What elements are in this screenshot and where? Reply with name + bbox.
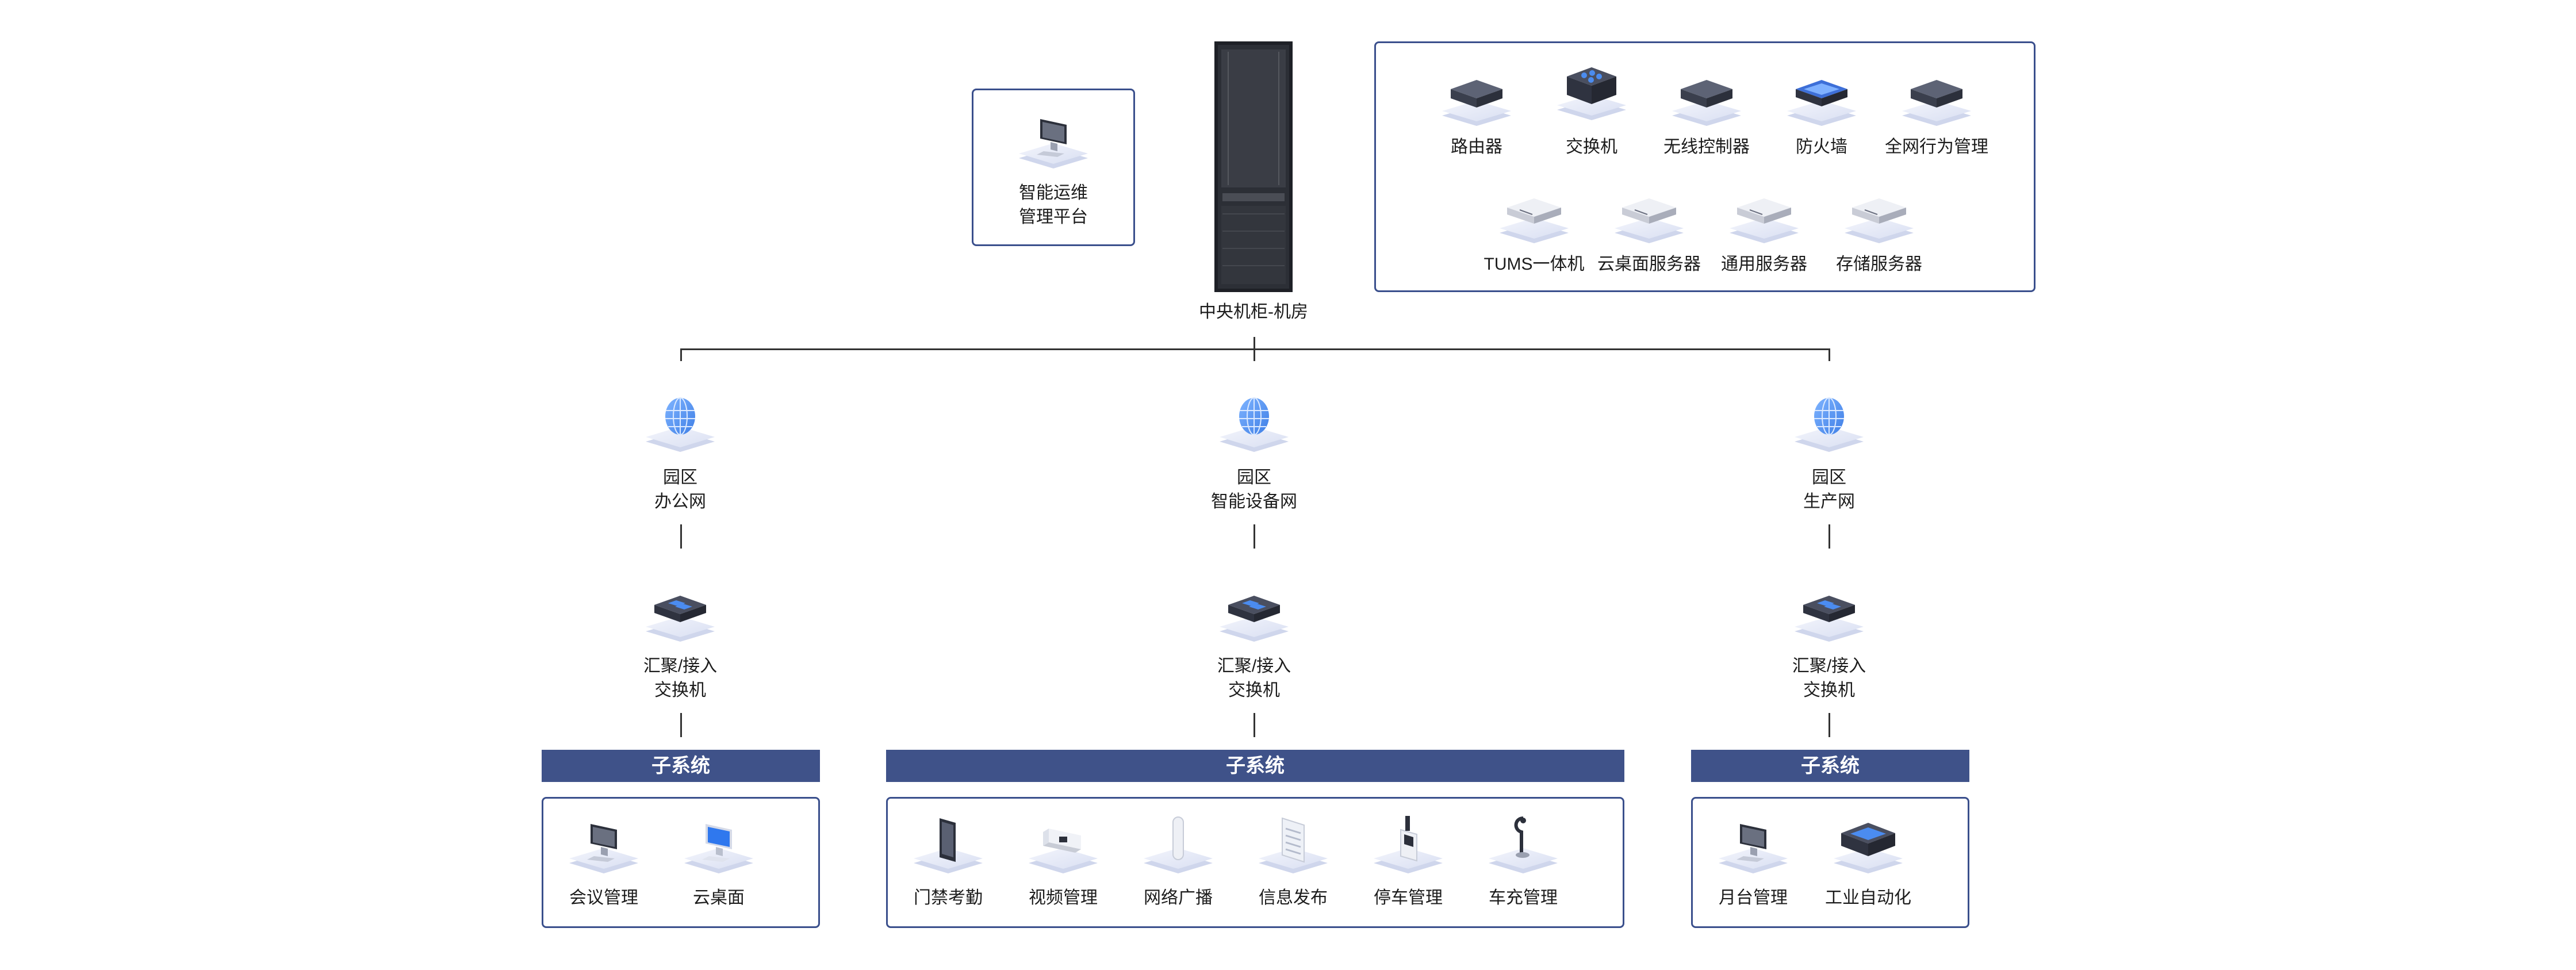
platform-monitor-icon [1716, 812, 1791, 876]
link-device-1 [1254, 524, 1255, 549]
video-camera-icon [1026, 812, 1101, 876]
cabinet-label: 中央机柜-机房 [1199, 302, 1308, 321]
subsystem-item-label: 月台管理 [1719, 888, 1788, 907]
storage-server-icon [1842, 182, 1916, 246]
network-name-production-1: 园区 [1812, 468, 1846, 487]
industrial-controller-icon [1831, 812, 1906, 876]
device-label-switch: 交换机 [1566, 137, 1617, 156]
subsystem-item-label: 网络广播 [1144, 888, 1213, 907]
cloud-desktop-icon [681, 812, 756, 876]
device-label-router: 路由器 [1451, 137, 1502, 156]
link-office-2 [680, 713, 682, 737]
server-label-general: 通用服务器 [1721, 255, 1807, 274]
network-name-office-2: 办公网 [654, 492, 706, 511]
ops-platform-label-1: 智能运维 [1019, 183, 1088, 202]
globe-icon [643, 391, 718, 454]
aggregation-switch-icon [643, 581, 718, 644]
subsystem-item-label: 停车管理 [1374, 888, 1443, 907]
ev-charger-icon [1486, 812, 1561, 876]
server-cabinet-icon [1214, 41, 1293, 292]
switch-label-production-1: 汇聚/接入 [1792, 657, 1866, 676]
server-label-storage: 存储服务器 [1836, 255, 1922, 274]
link-office-1 [680, 524, 682, 549]
ops-platform-label-2: 管理平台 [1019, 208, 1088, 227]
switch-label-production-2: 交换机 [1803, 681, 1855, 700]
subsystem-box-office: 会议管理 云桌面 [542, 797, 820, 928]
switch-label-office-2: 交换机 [654, 681, 706, 700]
subsystem-item-label: 视频管理 [1029, 888, 1098, 907]
drop-line-production [1828, 348, 1830, 361]
link-production-1 [1828, 524, 1830, 549]
network-name-device-2: 智能设备网 [1211, 492, 1297, 511]
subsystem-item-label: 门禁考勤 [914, 888, 983, 907]
aggregation-switch-icon [1792, 581, 1866, 644]
subsystem-header-office: 子系统 [542, 750, 820, 782]
meeting-monitor-icon [566, 812, 641, 876]
network-name-device-1: 园区 [1237, 468, 1271, 487]
device-label-firewall: 防火墙 [1796, 137, 1847, 156]
switch-label-office-1: 汇聚/接入 [643, 657, 718, 676]
subsystem-item-label: 云桌面 [693, 888, 745, 907]
info-display-icon [1256, 812, 1331, 876]
aggregation-switch-icon [1217, 581, 1291, 644]
horizontal-bus [680, 348, 1830, 350]
subsystem-item-label: 工业自动化 [1825, 888, 1911, 907]
firewall-icon [1784, 65, 1859, 128]
subsystem-item-label: 会议管理 [569, 888, 638, 907]
globe-icon [1217, 391, 1291, 454]
subsystem-item-label: 信息发布 [1259, 888, 1328, 907]
subsystem-box-production: 月台管理 工业自动化 [1691, 797, 1969, 928]
subsystem-header-production: 子系统 [1691, 750, 1969, 782]
ops-platform-box: 智能运维 管理平台 [972, 89, 1135, 246]
wireless-controller-icon [1669, 65, 1744, 128]
subsystem-item-label: 车充管理 [1489, 888, 1558, 907]
link-production-2 [1828, 713, 1830, 737]
server-label-cloud-desktop: 云桌面服务器 [1597, 255, 1701, 274]
switch-label-device-2: 交换机 [1228, 681, 1280, 700]
switch-icon [1554, 59, 1629, 122]
switch-label-device-1: 汇聚/接入 [1217, 657, 1291, 676]
router-icon [1439, 65, 1514, 128]
drop-line-office [680, 348, 682, 361]
core-devices-box: 路由器 交换机 无线控制器 防火墙 全网行为管理 TUMS一体机 云桌面服务器 … [1374, 41, 2035, 292]
subsystem-box-device: 门禁考勤 视频管理 网络广播 信息发布 停车管理 车充管理 [886, 797, 1624, 928]
general-server-icon [1727, 182, 1801, 246]
device-label-behavior: 全网行为管理 [1885, 137, 1988, 156]
access-control-icon [911, 812, 986, 876]
speaker-icon [1141, 812, 1216, 876]
subsystem-header-device: 子系统 [886, 750, 1624, 782]
tums-server-icon [1497, 182, 1571, 246]
cloud-desktop-server-icon [1612, 182, 1686, 246]
network-name-production-2: 生产网 [1803, 492, 1855, 511]
globe-icon [1792, 391, 1866, 454]
link-device-2 [1254, 713, 1255, 737]
server-label-tums: TUMS一体机 [1483, 255, 1585, 274]
monitor-icon [1016, 108, 1091, 171]
parking-terminal-icon [1371, 812, 1446, 876]
device-label-wireless: 无线控制器 [1663, 137, 1750, 156]
behavior-management-icon [1899, 65, 1974, 128]
network-name-office-1: 园区 [663, 468, 697, 487]
